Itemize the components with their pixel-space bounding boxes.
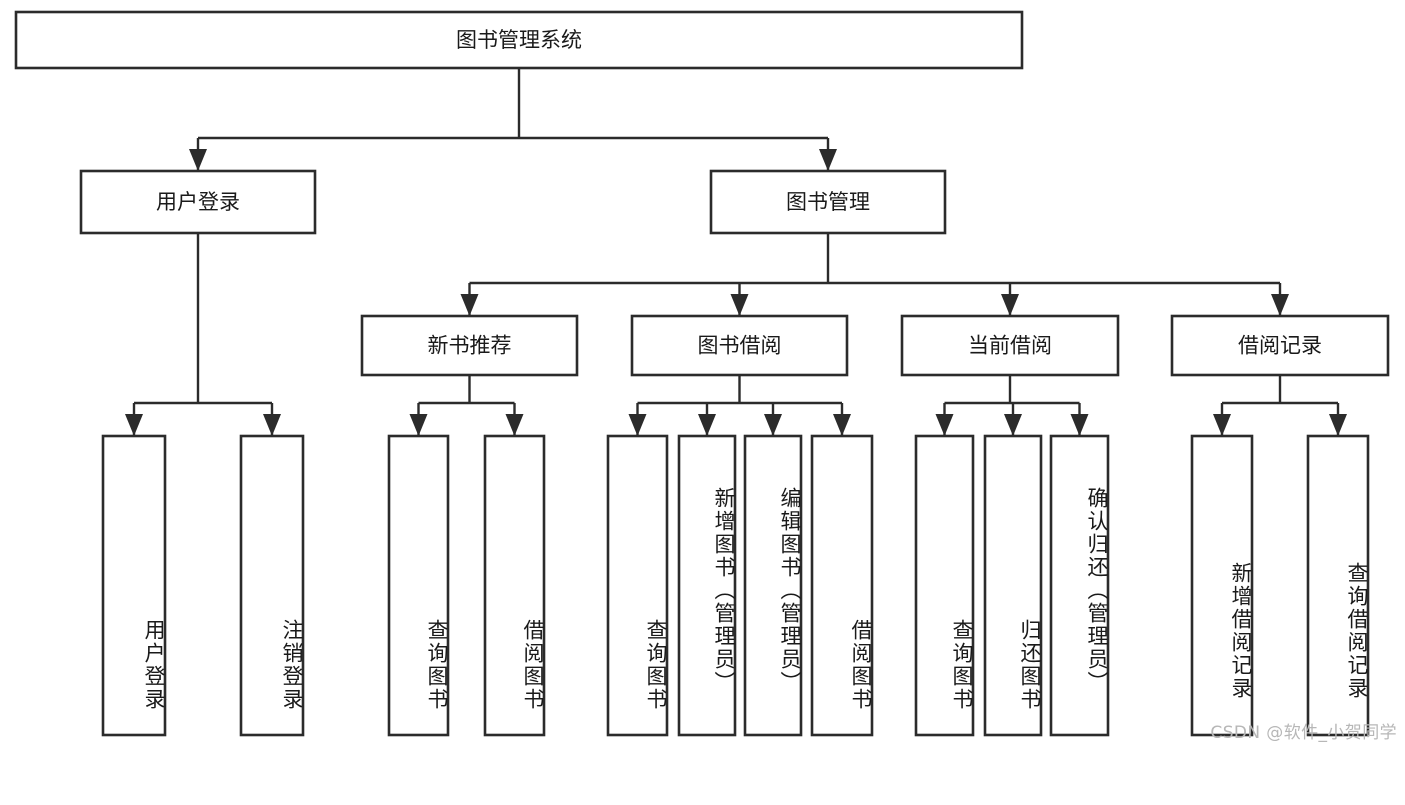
leaf-box-leaf-add-record[interactable] (1190, 434, 1254, 737)
node-box-root[interactable] (14, 10, 1024, 70)
arrow-head-icon (730, 294, 749, 316)
node-box-user-login[interactable] (79, 169, 317, 235)
node-box-book-borrow[interactable] (630, 314, 849, 377)
arrow-head-icon (1070, 414, 1089, 436)
node-label-book-borrow: 图书借阅 (698, 334, 782, 358)
node-label-user-login: 用户登录 (156, 190, 240, 214)
leaf-box-leaf-add-book[interactable] (677, 434, 737, 737)
node-label-root: 图书管理系统 (456, 28, 582, 52)
node-box-new-book-recommend[interactable] (360, 314, 579, 377)
node-label-borrow-record: 借阅记录 (1238, 334, 1322, 358)
node-box-borrow-record[interactable] (1170, 314, 1390, 377)
node-label-new-book-recommend: 新书推荐 (428, 334, 512, 358)
leaf-box-leaf-edit-book[interactable] (743, 434, 803, 737)
leaf-box-leaf-query-record[interactable] (1306, 434, 1370, 737)
arrow-head-icon (935, 414, 954, 436)
arrow-head-icon (263, 414, 281, 436)
node-label-current-borrow: 当前借阅 (968, 334, 1052, 358)
arrow-head-icon (1001, 294, 1019, 316)
arrow-head-icon (1271, 294, 1289, 316)
arrow-head-icon (764, 414, 782, 436)
boxes-layer (14, 10, 1390, 737)
arrow-head-icon (833, 414, 851, 436)
leaf-box-leaf-query-book-3[interactable] (914, 434, 975, 737)
arrow-head-icon (189, 149, 207, 171)
watermark-text: CSDN @软件_小贺同学 (1210, 723, 1397, 743)
node-box-book-manage[interactable] (709, 169, 947, 235)
arrow-head-icon (409, 414, 428, 436)
leaf-box-leaf-return-book[interactable] (983, 434, 1043, 737)
connectors-layer (125, 68, 1347, 436)
diagram-canvas: 图书管理系统用户登录图书管理新书推荐图书借阅当前借阅借阅记录 用户登录注销登录查… (14, 10, 1397, 743)
node-box-current-borrow[interactable] (900, 314, 1120, 377)
arrow-head-icon (460, 294, 479, 316)
arrow-head-icon (125, 414, 143, 436)
arrow-head-icon (819, 149, 837, 171)
leaf-box-leaf-query-book-1[interactable] (387, 434, 450, 737)
leaf-box-leaf-query-book-2[interactable] (606, 434, 669, 737)
arrow-head-icon (698, 414, 716, 436)
leaf-box-leaf-user-login[interactable] (101, 434, 167, 737)
arrow-head-icon (628, 414, 647, 436)
arrow-head-icon (1004, 414, 1022, 436)
leaf-box-leaf-confirm-return[interactable] (1049, 434, 1110, 737)
arrow-head-icon (1213, 414, 1231, 436)
arrow-head-icon (1329, 414, 1347, 436)
leaf-box-leaf-logout[interactable] (239, 434, 305, 737)
arrow-head-icon (505, 414, 524, 436)
node-label-book-manage: 图书管理 (786, 190, 870, 214)
leaf-box-leaf-borrow-book-1[interactable] (483, 434, 546, 737)
leaf-box-leaf-borrow-book-2[interactable] (810, 434, 874, 737)
